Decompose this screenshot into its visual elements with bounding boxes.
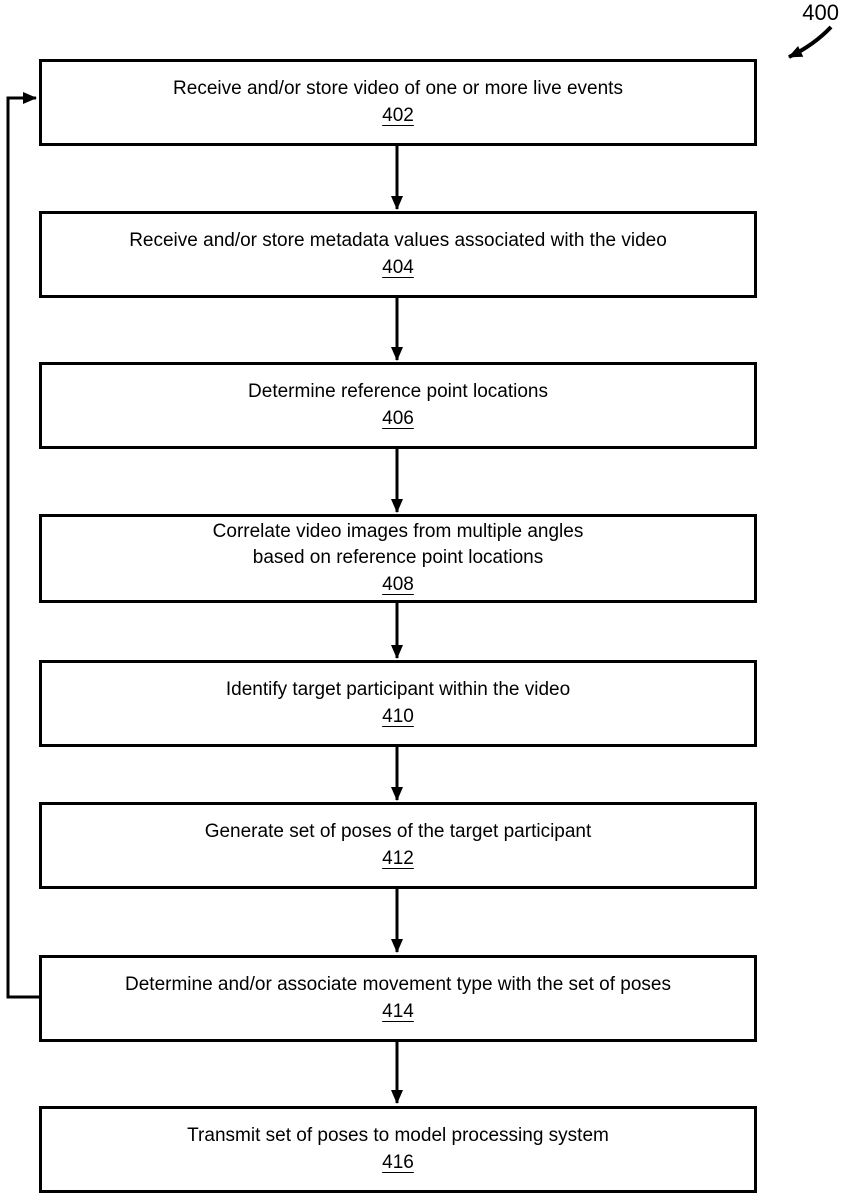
flow-step-416: Transmit set of poses to model processin… — [39, 1106, 757, 1193]
flow-step-408: Correlate video images from multiple ang… — [39, 514, 757, 603]
step-label: Determine and/or associate movement type… — [125, 974, 671, 995]
step-ref: 410 — [382, 705, 414, 727]
step-label: Receive and/or store video of one or mor… — [173, 78, 623, 99]
step-label: Generate set of poses of the target part… — [204, 821, 592, 842]
flow-step-414: Determine and/or associate movement type… — [39, 955, 757, 1042]
flow-step-404: Receive and/or store metadata values ass… — [39, 211, 757, 298]
flow-step-402: Receive and/or store video of one or mor… — [39, 59, 757, 146]
figure-ref-label: 400 — [802, 0, 839, 25]
step-label: Identify target participant within the v… — [225, 679, 571, 700]
step-ref: 402 — [382, 104, 414, 126]
flow-step-406: Determine reference point locations 406 — [39, 362, 757, 449]
flow-step-412: Generate set of poses of the target part… — [39, 802, 757, 889]
step-label: Receive and/or store metadata values ass… — [129, 230, 667, 251]
step-ref: 414 — [382, 1000, 414, 1022]
flow-step-410: Identify target participant within the v… — [39, 660, 757, 747]
step-label: Transmit set of poses to model processin… — [187, 1125, 609, 1146]
step-label: based on reference point locations — [252, 547, 544, 569]
step-ref: 416 — [382, 1151, 414, 1173]
figure-ref-arrow — [788, 25, 833, 59]
step-ref: 408 — [382, 573, 414, 595]
step-ref: 412 — [382, 847, 414, 869]
feedback-loop-arrow-414-402 — [6, 92, 40, 999]
step-label: Correlate video images from multiple ang… — [212, 520, 584, 542]
step-ref: 404 — [382, 256, 414, 278]
step-ref: 406 — [382, 407, 414, 429]
step-label: Determine reference point locations — [248, 381, 548, 402]
